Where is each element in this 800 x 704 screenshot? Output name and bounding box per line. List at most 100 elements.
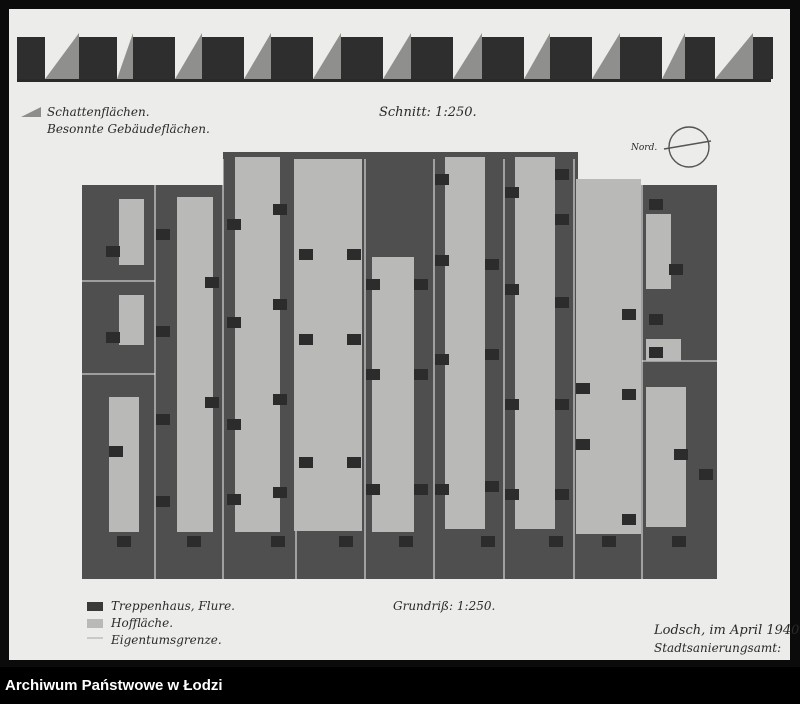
courtyard xyxy=(109,397,139,532)
stairwell-marker xyxy=(435,255,449,266)
stairwell-marker xyxy=(366,369,380,380)
stairwell-marker xyxy=(699,469,713,480)
section-building xyxy=(482,37,524,79)
stairwell-marker xyxy=(414,484,428,495)
stairwell-marker xyxy=(669,264,683,275)
stairwell-marker xyxy=(555,399,569,410)
stairwell-marker xyxy=(205,397,219,408)
stairwell-marker xyxy=(505,399,519,410)
stairwell-marker xyxy=(555,489,569,500)
section-shadow xyxy=(592,33,620,79)
stairwell-marker xyxy=(505,187,519,198)
legend-boundary-label: Eigentumsgrenze. xyxy=(111,633,222,647)
stairwell-marker xyxy=(672,536,686,547)
section-shadow xyxy=(453,33,482,79)
section-building xyxy=(550,37,592,79)
section-shadow xyxy=(313,33,341,79)
stairwell-marker xyxy=(435,354,449,365)
courtyard xyxy=(119,295,144,345)
section-shadow xyxy=(117,33,133,79)
stairwell-marker xyxy=(271,536,285,547)
stairwell-marker xyxy=(555,169,569,180)
stairwell-marker xyxy=(649,199,663,210)
courtyard xyxy=(177,197,213,532)
floorplan-scale-title: Grundriß: 1:250. xyxy=(393,599,496,613)
legend-stair-label: Treppenhaus, Flure. xyxy=(111,599,235,613)
stairwell-marker xyxy=(602,536,616,547)
section-building xyxy=(79,37,117,79)
stairwell-marker xyxy=(273,487,287,498)
legend-sunlit-label: Besonnte Gebäudeflächen. xyxy=(47,122,210,136)
stairwell-marker xyxy=(505,489,519,500)
stairwell-marker xyxy=(485,481,499,492)
section-shadow xyxy=(383,33,411,79)
stairwell-marker xyxy=(339,536,353,547)
stair-swatch-icon xyxy=(87,602,103,611)
stairwell-marker xyxy=(299,249,313,260)
stairwell-marker xyxy=(555,214,569,225)
stairwell-marker xyxy=(106,246,120,257)
stairwell-marker xyxy=(576,383,590,394)
section-building xyxy=(133,37,175,79)
stairwell-marker xyxy=(156,414,170,425)
stairwell-marker xyxy=(347,334,361,345)
section-building xyxy=(271,37,313,79)
stairwell-marker xyxy=(347,457,361,468)
stairwell-marker xyxy=(505,284,519,295)
stairwell-marker xyxy=(227,219,241,230)
stairwell-marker xyxy=(117,536,131,547)
legend-court-label: Hoffläche. xyxy=(111,616,174,630)
stairwell-marker xyxy=(435,484,449,495)
north-circle-icon xyxy=(668,126,710,168)
stairwell-marker xyxy=(366,484,380,495)
court-swatch-icon xyxy=(87,619,103,628)
section-shadow xyxy=(45,33,79,79)
stairwell-marker xyxy=(399,536,413,547)
section-ground-line xyxy=(17,79,771,82)
section-building xyxy=(411,37,453,79)
section-shadow xyxy=(662,33,685,79)
courtyard xyxy=(515,157,555,529)
stairwell-marker xyxy=(273,204,287,215)
stairwell-marker xyxy=(299,457,313,468)
section-building xyxy=(341,37,383,79)
stairwell-marker xyxy=(435,174,449,185)
stairwell-marker xyxy=(106,332,120,343)
stairwell-marker xyxy=(187,536,201,547)
section-building xyxy=(685,37,715,79)
stairwell-marker xyxy=(156,326,170,337)
section-building xyxy=(202,37,244,79)
stairwell-marker xyxy=(414,279,428,290)
stairwell-marker xyxy=(622,309,636,320)
legend-shadow-label: Schattenflächen. xyxy=(47,105,150,119)
section-shadow xyxy=(524,33,550,79)
courtyard xyxy=(646,214,671,289)
courtyard xyxy=(445,157,485,529)
signature-office: Stadtsanierungsamt: xyxy=(654,641,782,655)
stairwell-marker xyxy=(485,259,499,270)
section-building xyxy=(17,37,45,79)
stairwell-marker xyxy=(622,514,636,525)
stairwell-marker xyxy=(227,419,241,430)
section-building xyxy=(753,37,773,79)
north-arrow-icon xyxy=(663,140,712,150)
stairwell-marker xyxy=(227,494,241,505)
stairwell-marker xyxy=(649,314,663,325)
stairwell-marker xyxy=(109,446,123,457)
section-shadow xyxy=(175,33,202,79)
plan-sheet: Schattenflächen. Besonnte Gebäudeflächen… xyxy=(9,9,800,660)
stairwell-marker xyxy=(299,334,313,345)
north-label: Nord. xyxy=(631,143,658,153)
courtyard xyxy=(235,157,280,532)
signature-place-date: Lodsch, im April 1940. xyxy=(654,623,800,638)
archive-footer: Archiwum Państwowe w Łodzi xyxy=(0,667,800,704)
stairwell-marker xyxy=(414,369,428,380)
stairwell-marker xyxy=(347,249,361,260)
stairwell-marker xyxy=(576,439,590,450)
stairwell-marker xyxy=(205,277,219,288)
stairwell-marker xyxy=(156,496,170,507)
stairwell-marker xyxy=(674,449,688,460)
stairwell-marker xyxy=(156,229,170,240)
stairwell-marker xyxy=(649,347,663,358)
stairwell-marker xyxy=(273,394,287,405)
